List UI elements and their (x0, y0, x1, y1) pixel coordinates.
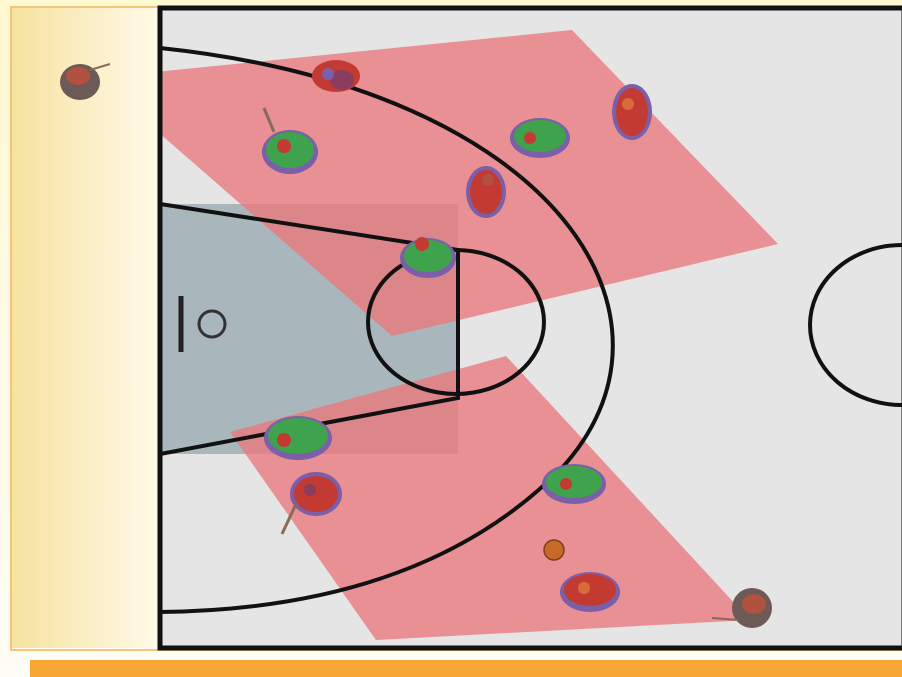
offense-high-post-icon (466, 166, 506, 218)
offense-top-right-icon (612, 84, 652, 140)
bottom-accent-bar (30, 660, 902, 677)
offense-low-right-ball-icon (560, 572, 620, 612)
defender-top-right-icon (510, 118, 570, 158)
basketball-icon (544, 540, 564, 560)
defender-low-right-icon (542, 464, 606, 504)
offense-top-wing-icon (312, 60, 360, 92)
slide-glow (12, 8, 162, 648)
defender-low-left-icon (264, 416, 332, 460)
